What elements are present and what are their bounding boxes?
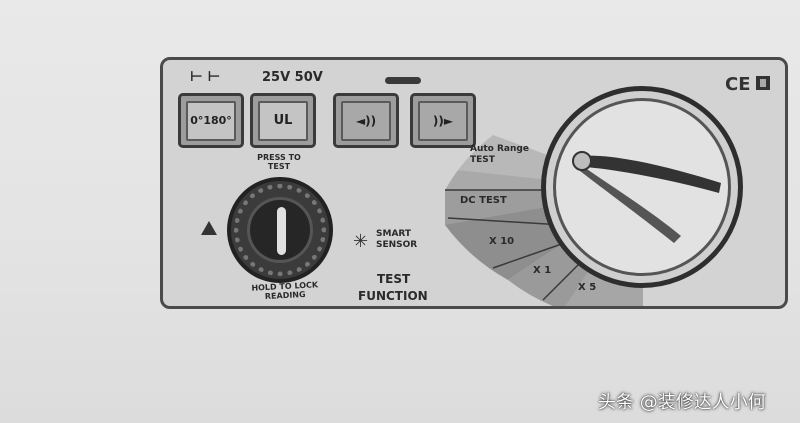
sound-left-button[interactable]: ◄)) bbox=[333, 93, 399, 148]
test-knob[interactable] bbox=[227, 177, 333, 283]
dial-label-auto-range: Auto Range bbox=[470, 144, 529, 154]
warning-icon bbox=[201, 221, 217, 235]
dial-label-x1: X 1 bbox=[533, 265, 552, 276]
function-selector-dial[interactable] bbox=[541, 86, 743, 288]
ul-button[interactable]: UL bbox=[250, 93, 316, 148]
sound-right-button[interactable]: ))► bbox=[410, 93, 476, 148]
phase-angle-button-label: 0°180° bbox=[186, 100, 236, 141]
watermark: 头条 @装修达人小何 bbox=[598, 392, 766, 413]
indicator-bar bbox=[385, 77, 421, 84]
brand-line2: SENSOR bbox=[376, 240, 418, 250]
terminal-symbols: ⊢ ⊢ bbox=[190, 69, 221, 85]
knob-tick-ring bbox=[234, 184, 326, 276]
knob-slot-icon bbox=[277, 207, 286, 255]
brand-line1: SMART bbox=[376, 229, 412, 239]
dial-label-x5: X 5 bbox=[578, 282, 597, 293]
sensor-star-icon: ✳ bbox=[353, 231, 369, 252]
dial-label-dc-test: DC TEST bbox=[460, 195, 507, 206]
device-front-panel: ⊢ ⊢ 25V 50V 0°180° UL ◄)) ))► PRESS TO T… bbox=[160, 57, 788, 309]
fan-divider bbox=[447, 217, 564, 226]
arrow-right-icon: ))► bbox=[418, 100, 468, 141]
function-label-line1: TEST bbox=[377, 272, 411, 286]
knob-center bbox=[247, 197, 313, 263]
ce-mark: CE bbox=[725, 74, 751, 95]
dial-label-test: TEST bbox=[470, 155, 495, 165]
press-to-test-label: PRESS TO TEST bbox=[257, 153, 301, 171]
dial-face bbox=[553, 98, 731, 276]
ul-button-label: UL bbox=[258, 100, 308, 141]
voltage-label: 25V 50V bbox=[262, 70, 323, 85]
dial-pointer-icon bbox=[572, 151, 721, 243]
arrow-left-icon: ◄)) bbox=[341, 100, 391, 141]
dial-label-x10: X 10 bbox=[489, 236, 515, 247]
phase-angle-button[interactable]: 0°180° bbox=[178, 93, 244, 148]
certification-icon bbox=[756, 76, 770, 90]
function-label-line2: FUNCTION bbox=[358, 289, 428, 303]
